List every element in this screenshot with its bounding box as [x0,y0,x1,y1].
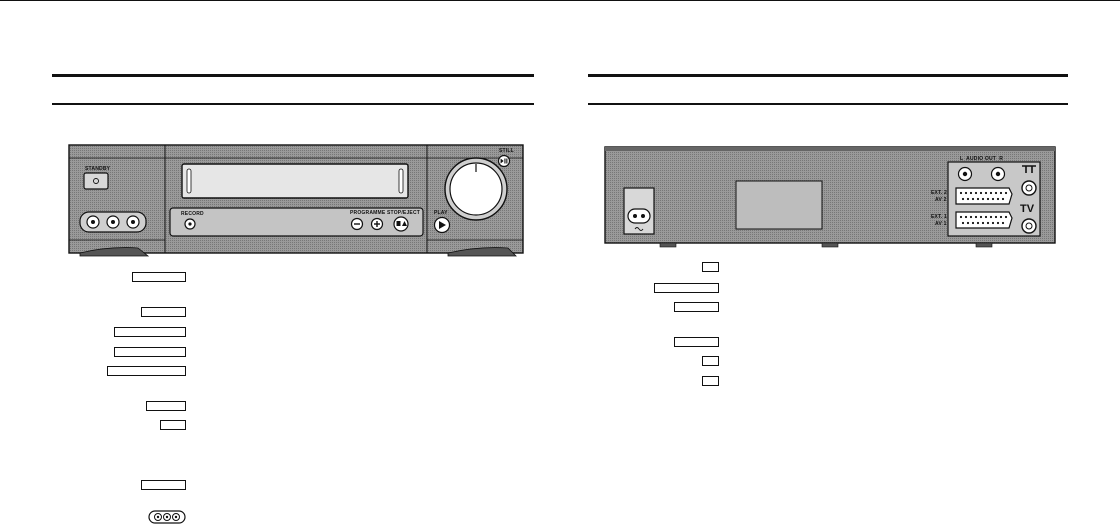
front-reference-key [132,272,186,282]
play-label: PLAY [434,210,448,216]
standby-button[interactable] [83,172,109,190]
front-reference-key [141,307,186,317]
page-top-rule [0,0,1120,1]
vcr-front-panel-drawing [68,144,524,257]
front-heading-rule-bottom [52,103,534,105]
ext1-label: EXT. 1 [931,214,947,220]
ext2-label: EXT. 2 [931,190,947,196]
ac-symbol-icon [634,227,644,231]
mains-socket[interactable] [627,208,651,224]
eject-icon [402,221,407,226]
play-icon [439,221,446,229]
antenna-in-socket[interactable] [1021,180,1037,196]
av2-label: AV 2 [935,197,947,203]
back-reference-key [674,302,719,312]
front-reference-key [146,401,186,411]
vcr-front-panel: STANDBY RECORD PROGRAMME STOP/EJECT PLAY… [68,144,524,260]
vcr-back-panel: L AUDIO OUT R EXT. 2 AV 2 EXT. 1 AV 1 TV [604,146,1056,250]
tv-out-socket[interactable] [1021,218,1037,234]
back-reference-key [702,376,719,386]
vcr-back-panel-drawing [604,146,1056,248]
front-reference-key [107,366,186,376]
av1-label: AV 1 [935,221,947,227]
back-reference-key [674,337,719,347]
front-reference-key [114,347,186,357]
back-reference-key [702,356,719,366]
record-label: RECORD [181,211,204,217]
cassette-slot[interactable] [181,163,409,199]
av-input-jacks-icon [148,510,186,529]
stop-icon [396,221,401,226]
ext2-scart-socket[interactable] [955,187,1013,205]
back-reference-key [654,283,719,293]
back-heading-rule-top [588,74,1068,77]
front-reference-key [141,480,186,490]
tv-label: TV [1020,203,1035,215]
standby-icon [93,178,99,184]
still-icon [500,158,504,164]
ext1-scart-socket[interactable] [955,211,1013,229]
still-label: STILL [499,148,514,154]
front-reference-key [160,420,186,430]
back-heading-rule-bottom [588,103,1068,105]
programme-label: PROGRAMME [350,210,386,216]
standby-label: STANDBY [85,166,111,172]
stop-eject-label: STOP/EJECT [387,210,421,216]
stop-eject-button[interactable] [393,216,409,232]
audio-out-label: L AUDIO OUT R [960,156,1003,162]
antenna-icon [1022,165,1036,173]
front-reference-key [114,327,186,337]
front-heading-rule-top [52,74,534,77]
record-icon [188,222,192,226]
still-button[interactable] [497,154,511,168]
back-reference-key [702,262,719,272]
